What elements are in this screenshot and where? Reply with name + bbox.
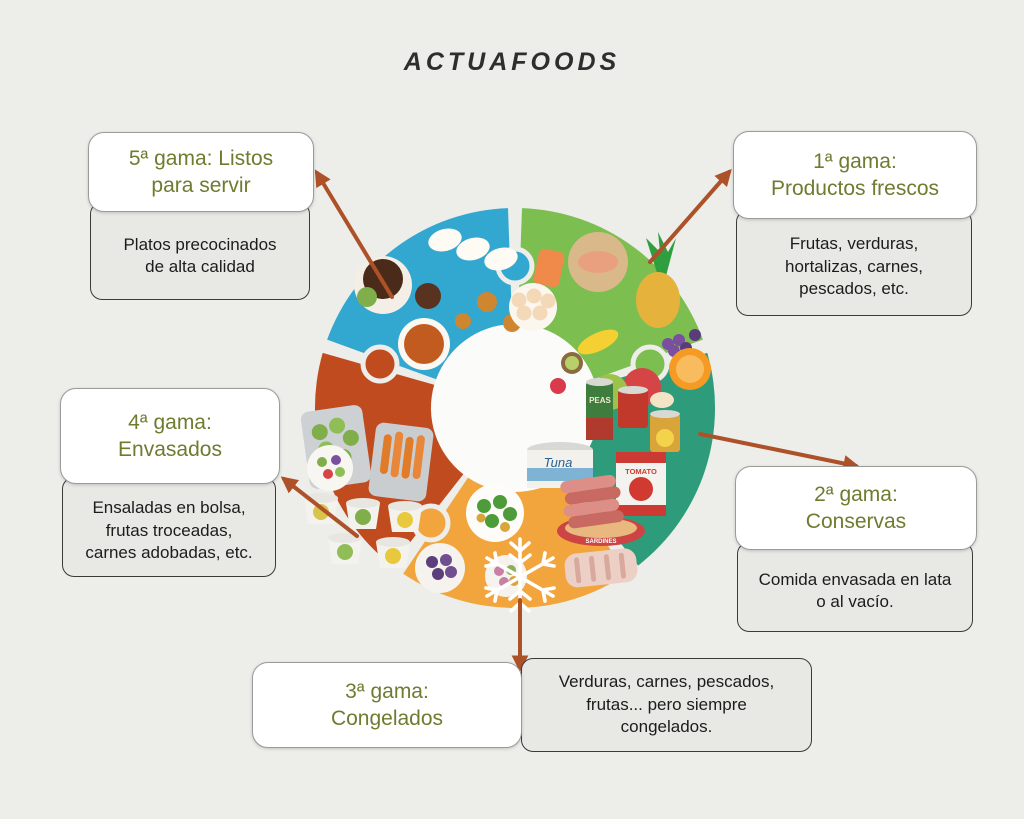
- fresh-foods-photo: [509, 232, 711, 410]
- segment-1-productos-frescos: [517, 208, 703, 380]
- packaged-foods-photo: [300, 405, 434, 568]
- salad-cups: [304, 493, 422, 568]
- peas-can-label: PEAS: [589, 396, 611, 405]
- arrow-to-gama4: [280, 476, 359, 538]
- gama4-description: Ensaladas en bolsa, frutas troceadas, ca…: [62, 477, 276, 577]
- gama4-title: 4ª gama: Envasados: [60, 388, 280, 484]
- connector-arrows: [280, 168, 861, 673]
- arrow-to-gama5: [314, 169, 394, 299]
- gama5-description: Platos precocinados de alta calidad: [90, 202, 310, 300]
- ready-meals-photo: [354, 228, 521, 370]
- gama1-description: Frutas, verduras, hortalizas, carnes, pe…: [736, 210, 972, 316]
- tomato-can-label: TOMATO: [625, 467, 657, 476]
- gama2-title: 2ª gama: Conservas: [735, 466, 977, 550]
- canned-foods-photo: PEAS Tuna TOMATO SARDINES: [527, 378, 680, 546]
- gama1-title: 1ª gama: Productos frescos: [733, 131, 977, 219]
- snowflake-icon: [484, 537, 556, 617]
- gama3-description: Verduras, carnes, pescados, frutas... pe…: [521, 658, 812, 752]
- gama3-title: 3ª gama: Congelados: [252, 662, 522, 748]
- page-title: ACTUAFOODS: [403, 48, 621, 76]
- arrow-to-gama1: [648, 168, 732, 264]
- arrow-to-gama2: [698, 432, 861, 472]
- gama2-description: Comida envasada en lata o al vacío.: [737, 542, 973, 632]
- sardines-tin-label: SARDINES: [585, 539, 616, 545]
- tuna-can-label: Tuna: [544, 455, 573, 470]
- gama5-title: 5ª gama: Listos para servir: [88, 132, 314, 212]
- puzzle-knob-rust: [360, 344, 400, 384]
